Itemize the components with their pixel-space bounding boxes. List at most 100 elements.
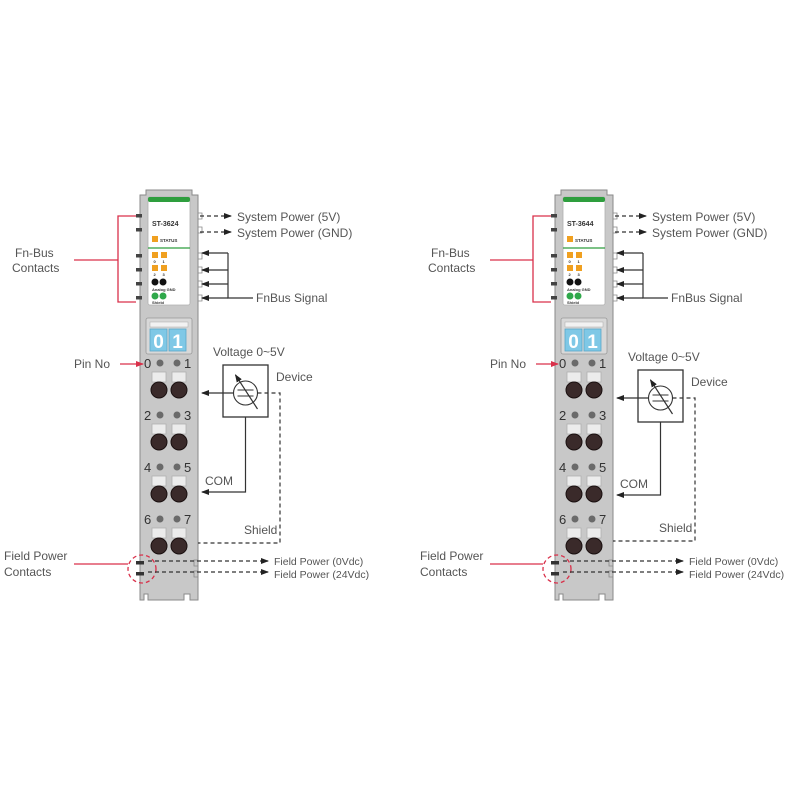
release-button-4[interactable] — [151, 475, 167, 487]
terminal-hole-7[interactable] — [170, 537, 188, 555]
panel-accent-bar — [148, 197, 190, 202]
terminal-hole-3[interactable] — [170, 433, 188, 451]
release-button-5[interactable] — [171, 475, 187, 487]
pin-number-2: 2 — [559, 408, 566, 423]
status-label: STATUS — [160, 238, 177, 243]
terminal-hole-3[interactable] — [585, 433, 603, 451]
fnbus-contact-pin — [136, 254, 142, 258]
analog-gnd-dot — [159, 278, 167, 286]
fnbus-notch — [613, 280, 618, 288]
fnbus-contacts-label: Contacts — [12, 261, 59, 275]
system-power-5v-label: System Power (5V) — [237, 210, 340, 224]
release-button-2[interactable] — [151, 423, 167, 435]
channel-window-digit: 1 — [172, 332, 183, 353]
field-power-0v-label: Field Power (0Vdc) — [689, 556, 778, 568]
field-power-contact-pin — [551, 561, 559, 565]
shield-dot — [151, 292, 159, 300]
terminal-hole-2[interactable] — [150, 433, 168, 451]
shield-label: Shield — [152, 300, 165, 305]
release-button-5[interactable] — [586, 475, 602, 487]
shield-label: Shield — [567, 300, 580, 305]
release-button-6[interactable] — [151, 527, 167, 539]
channel-led-1 — [161, 252, 167, 258]
terminal-hole-5[interactable] — [585, 485, 603, 503]
fnbus-contact-pin — [551, 228, 557, 232]
voltage-label: Voltage 0~5V — [628, 350, 700, 364]
shield-label-callout: Shield — [244, 523, 277, 537]
terminal-hole-0[interactable] — [565, 381, 583, 399]
variable-arrow-icon — [234, 374, 259, 410]
pin-led-2 — [571, 411, 579, 419]
fnbus-notch — [613, 266, 618, 274]
release-button-7[interactable] — [586, 527, 602, 539]
system-power-gnd-label: System Power (GND) — [652, 226, 767, 240]
terminal-hole-7[interactable] — [585, 537, 603, 555]
channel-window-1 — [168, 328, 187, 352]
pin-led-6 — [571, 515, 579, 523]
terminal-hole-2[interactable] — [565, 433, 583, 451]
release-button-1[interactable] — [171, 371, 187, 383]
field-power-highlight-circle — [127, 554, 157, 584]
fnbus-notch — [613, 226, 618, 234]
window-slot — [149, 321, 189, 328]
voltage-source-device — [637, 369, 684, 423]
fnbus-signal-label: FnBus Signal — [671, 291, 742, 305]
com-label: COM — [620, 477, 648, 491]
terminal-hole-6[interactable] — [150, 537, 168, 555]
pin-led-2 — [156, 411, 164, 419]
device-label: Device — [691, 375, 728, 389]
channel-window-0 — [149, 328, 168, 352]
terminal-hole-6[interactable] — [565, 537, 583, 555]
system-power-gnd-label: System Power (GND) — [237, 226, 352, 240]
channel-led-2 — [567, 265, 573, 271]
release-button-1[interactable] — [586, 371, 602, 383]
com-wire — [201, 417, 247, 495]
status-label: STATUS — [575, 238, 592, 243]
terminal-hole-4[interactable] — [565, 485, 583, 503]
terminal-hole-1[interactable] — [585, 381, 603, 399]
release-button-3[interactable] — [171, 423, 187, 435]
release-button-7[interactable] — [171, 527, 187, 539]
channel-led-3 — [161, 265, 167, 271]
terminal-hole-5[interactable] — [170, 485, 188, 503]
field-power-24v-label: Field Power (24Vdc) — [274, 569, 369, 581]
pin-led-3 — [173, 411, 181, 419]
release-button-0[interactable] — [151, 371, 167, 383]
release-button-2[interactable] — [566, 423, 582, 435]
pin-number-7: 7 — [184, 512, 191, 527]
shield-wire — [198, 392, 281, 544]
pin-led-0 — [156, 359, 164, 367]
release-button-3[interactable] — [586, 423, 602, 435]
field-power-contact-pin — [136, 561, 144, 565]
channel-window-digit: 1 — [587, 332, 598, 353]
pin-led-5 — [173, 463, 181, 471]
terminal-hole-0[interactable] — [150, 381, 168, 399]
pin-number-3: 3 — [599, 408, 606, 423]
channel-led-label: 0 — [569, 259, 572, 264]
fnbus-contact-pin — [551, 296, 557, 300]
terminal-hole-4[interactable] — [150, 485, 168, 503]
fnbus-contacts-label: Fn-Bus — [431, 246, 470, 260]
release-button-4[interactable] — [566, 475, 582, 487]
field-power-contacts-label: Contacts — [4, 565, 51, 579]
fnbus-contact-pin — [551, 282, 557, 286]
pin-number-0: 0 — [559, 356, 566, 371]
channel-window-digit: 0 — [153, 332, 164, 353]
release-button-0[interactable] — [566, 371, 582, 383]
voltage-label: Voltage 0~5V — [213, 345, 285, 359]
field-power-contacts-label: Contacts — [420, 565, 467, 579]
pin-number-7: 7 — [599, 512, 606, 527]
channel-led-1 — [576, 252, 582, 258]
status-led — [567, 236, 573, 242]
pin-number-6: 6 — [559, 512, 566, 527]
pin-number-3: 3 — [184, 408, 191, 423]
pin-led-7 — [173, 515, 181, 523]
release-button-6[interactable] — [566, 527, 582, 539]
channel-led-label: 0 — [154, 259, 157, 264]
terminal-hole-1[interactable] — [170, 381, 188, 399]
channel-led-label: 2 — [154, 272, 157, 277]
fnbus-notch — [613, 294, 618, 302]
fnbus-notch — [198, 252, 203, 260]
